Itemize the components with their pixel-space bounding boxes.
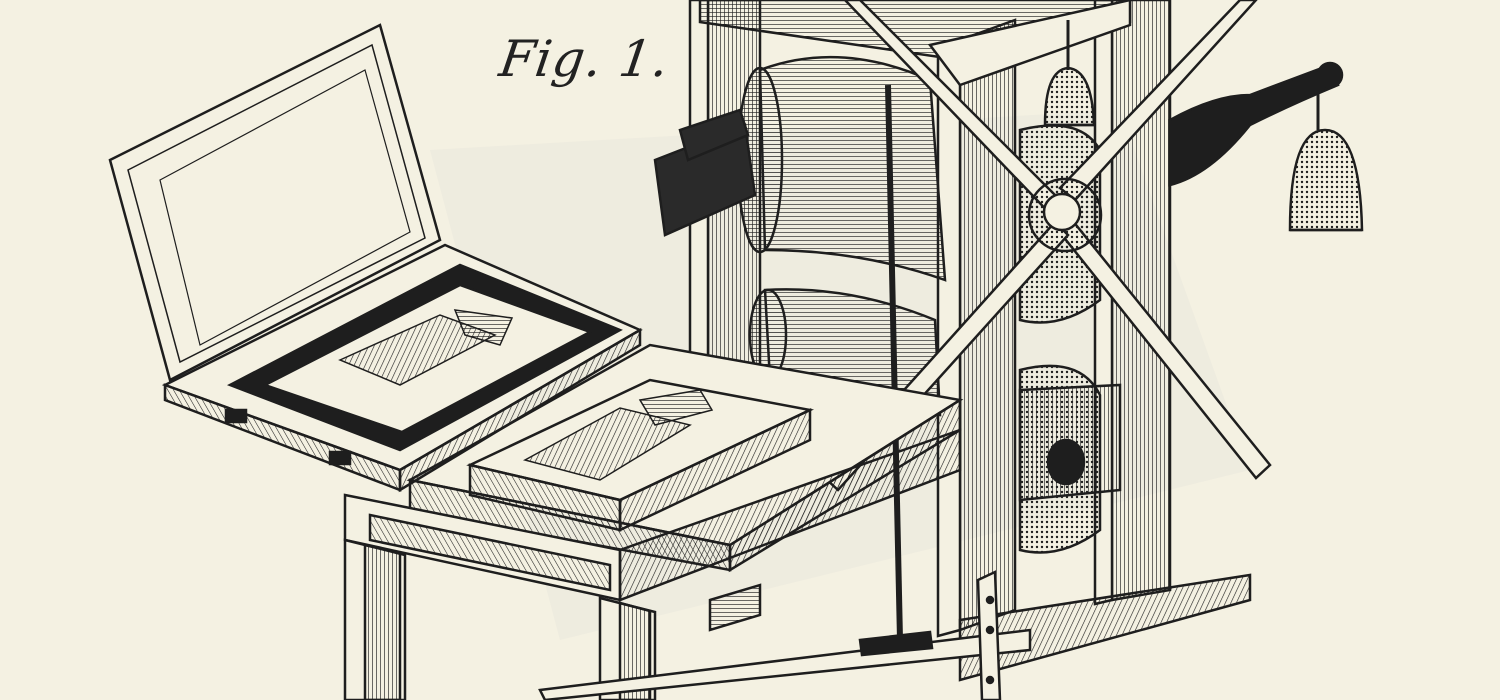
figure-caption: Fig. 1. <box>495 30 674 88</box>
tympan-frame <box>108 23 643 493</box>
clamp-hardware <box>858 570 1002 700</box>
type-forme <box>466 378 815 532</box>
hanging-weight <box>1043 20 1096 127</box>
upper-roller <box>653 55 947 282</box>
crank-handle <box>1168 61 1364 232</box>
support-rod <box>885 84 903 641</box>
